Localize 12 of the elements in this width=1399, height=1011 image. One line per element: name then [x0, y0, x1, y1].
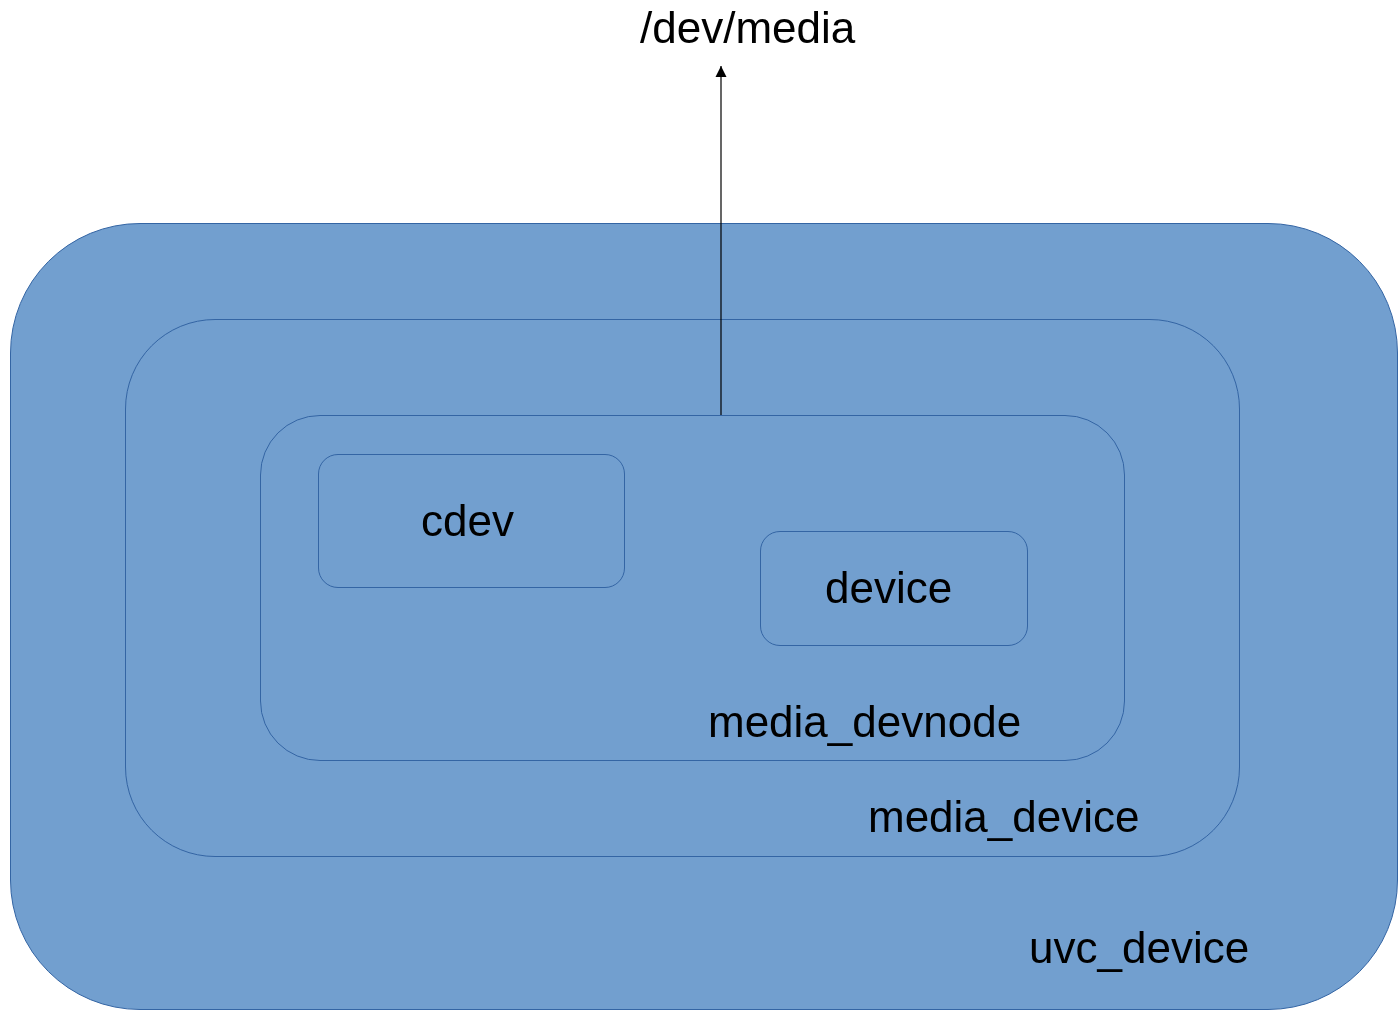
rounded-box [760, 531, 1028, 646]
struct-label: cdev [421, 497, 514, 546]
arrow [715, 65, 727, 416]
rounded-box [260, 415, 1125, 761]
path-label: /dev/media [640, 4, 856, 53]
rounded-box [318, 454, 625, 588]
struct-label: media_devnode [708, 698, 1022, 747]
struct-label: device [825, 564, 953, 613]
rounded-box [10, 223, 1398, 1010]
struct-label: media_device [868, 793, 1140, 842]
struct-label: uvc_device [1029, 924, 1250, 973]
rounded-box [125, 319, 1240, 857]
